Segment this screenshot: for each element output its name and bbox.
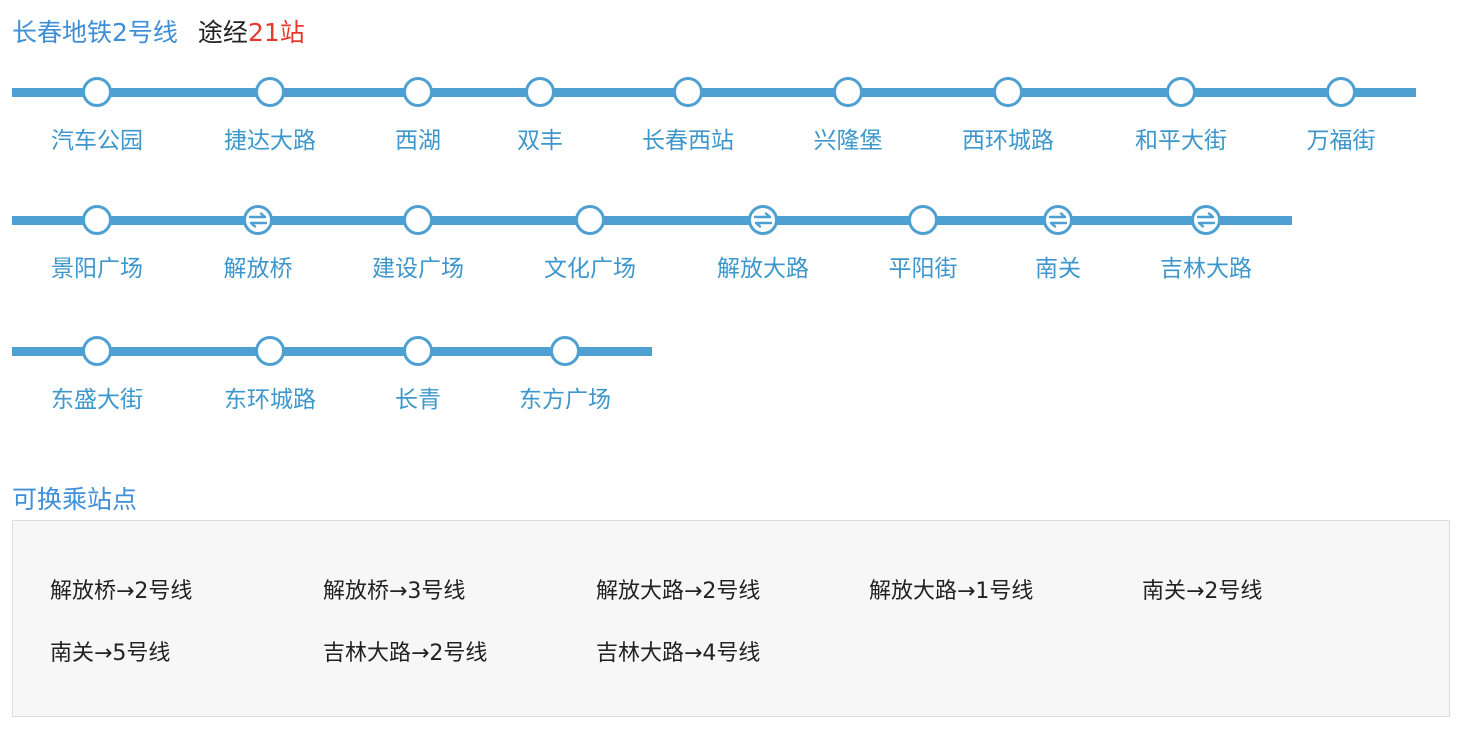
station-circle-icon [575,205,605,235]
transfer-item[interactable]: 吉林大路→4号线 [596,641,761,666]
line-track [12,215,1292,225]
transfer-item[interactable]: 解放桥→3号线 [323,579,466,604]
station-count-label: 途经21站 [198,13,305,49]
station-name[interactable]: 东环城路 [224,387,316,413]
transfer-icon [1191,205,1221,235]
transfer-panel: 解放桥→2号线 解放桥→3号线 解放大路→2号线 解放大路→1号线 南关→2号线… [12,520,1450,717]
route-row-1: 汽车公园 捷达大路 西湖 双丰 长春西站 兴隆堡 西环城路 和平大街 万福街 [0,77,1460,172]
station-name[interactable]: 东盛大街 [51,387,143,413]
transfer-item[interactable]: 解放桥→2号线 [50,579,193,604]
station-name[interactable]: 吉林大路 [1160,256,1252,282]
station-name[interactable]: 景阳广场 [51,256,143,282]
station-circle-icon [255,336,285,366]
transfer-icon [243,205,273,235]
station-name[interactable]: 解放桥 [223,256,293,282]
station-name[interactable]: 东方广场 [519,387,611,413]
station-name[interactable]: 建设广场 [372,256,464,282]
station-name[interactable]: 解放大路 [717,256,809,282]
station-name[interactable]: 西环城路 [962,128,1054,154]
station-count: 21站 [247,18,305,47]
line-track [12,346,652,356]
station-circle-icon [993,77,1023,107]
station-name[interactable]: 长春西站 [642,128,734,154]
station-circle-icon [673,77,703,107]
station-name[interactable]: 和平大街 [1135,128,1227,154]
transfer-section-title: 可换乘站点 [12,485,138,514]
line-name: 长春地铁2号线 [12,18,178,47]
station-name[interactable]: 西湖 [395,128,441,154]
station-name[interactable]: 文化广场 [544,256,636,282]
station-circle-icon [1326,77,1356,107]
station-name[interactable]: 捷达大路 [224,128,316,154]
station-circle-icon [833,77,863,107]
station-name[interactable]: 汽车公园 [51,128,143,154]
transfer-item[interactable]: 吉林大路→2号线 [323,641,488,666]
station-circle-icon [82,77,112,107]
transfer-item[interactable]: 南关→5号线 [50,641,171,666]
station-circle-icon [82,205,112,235]
line-header: 长春地铁2号线 途经21站 [12,12,305,50]
station-circle-icon [550,336,580,366]
station-name[interactable]: 长青 [395,387,441,413]
route-row-2: 景阳广场 解放桥 建设广场 文化广场 解放大路 平阳街 南关 吉林大路 [0,205,1460,300]
station-name[interactable]: 平阳街 [888,256,958,282]
transfer-item[interactable]: 解放大路→2号线 [596,579,761,604]
station-name[interactable]: 兴隆堡 [813,128,883,154]
station-name[interactable]: 南关 [1035,256,1081,282]
transfer-item[interactable]: 解放大路→1号线 [869,579,1034,604]
via-prefix: 途经 [197,18,248,47]
station-circle-icon [255,77,285,107]
transfer-icon [748,205,778,235]
station-circle-icon [403,205,433,235]
transfer-item[interactable]: 南关→2号线 [1142,579,1263,604]
station-circle-icon [403,77,433,107]
transfer-icon [1043,205,1073,235]
station-circle-icon [1166,77,1196,107]
station-circle-icon [403,336,433,366]
station-circle-icon [82,336,112,366]
station-circle-icon [908,205,938,235]
station-name[interactable]: 万福街 [1306,128,1376,154]
line-track [12,87,1416,97]
station-name[interactable]: 双丰 [517,128,563,154]
route-row-3: 东盛大街 东环城路 长青 东方广场 [0,336,1460,431]
station-circle-icon [525,77,555,107]
